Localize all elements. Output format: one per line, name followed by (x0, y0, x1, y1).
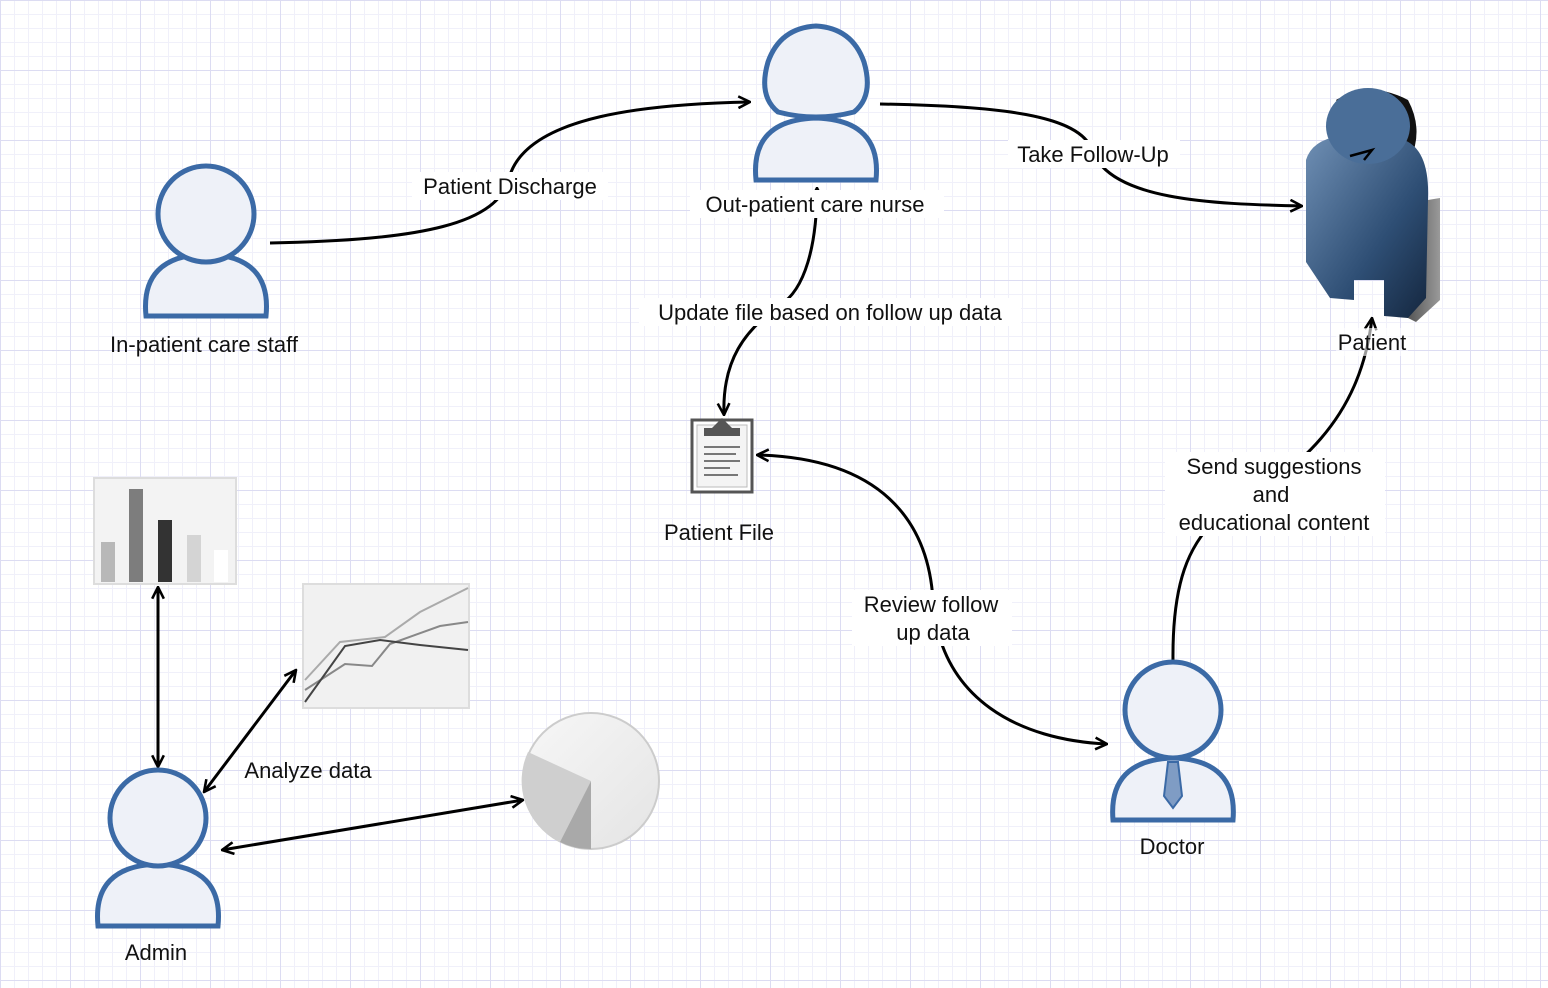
edge-label-send-line3: educational content (1179, 510, 1370, 535)
patient-node[interactable]: Patient (1306, 88, 1440, 356)
user-icon (143, 163, 269, 319)
edge-label-review-line1: Review follow (864, 592, 999, 617)
patient-label: Patient (1338, 330, 1407, 355)
edge-label-review-line2: up data (896, 620, 970, 645)
edge-label-patient-discharge: Patient Discharge (423, 174, 597, 199)
nurse-node[interactable]: Out-patient care nurse (690, 23, 944, 218)
edge-label-take-follow-up: Take Follow-Up (1017, 142, 1169, 167)
edge-analyze-data[interactable] (204, 670, 296, 792)
edge-label-send-line2: and (1253, 482, 1290, 507)
doctor-node[interactable]: Doctor (1110, 659, 1236, 859)
user-icon (95, 767, 221, 929)
pie-chart-icon[interactable] (521, 712, 660, 850)
edge-label-update-file: Update file based on follow up data (658, 300, 1002, 325)
patient-file-node[interactable]: Patient File (664, 418, 774, 545)
nurse-label: Out-patient care nurse (706, 192, 925, 217)
doctor-icon (1110, 659, 1236, 823)
inpatient-staff-node[interactable]: In-patient care staff (110, 163, 299, 357)
edge-label-send-line1: Send suggestions (1187, 454, 1362, 479)
bar-chart-icon[interactable] (93, 477, 237, 585)
3d-person-icon (1306, 88, 1440, 322)
edge-admin-pie-chart[interactable] (222, 800, 523, 850)
admin-node[interactable]: Admin (95, 767, 221, 965)
line-chart-icon[interactable] (302, 583, 470, 709)
edge-label-analyze-data: Analyze data (244, 758, 372, 783)
doctor-label: Doctor (1140, 834, 1205, 859)
female-user-icon (753, 23, 879, 183)
admin-label: Admin (125, 940, 187, 965)
inpatient-staff-label: In-patient care staff (110, 332, 299, 357)
clipboard-file-icon (690, 418, 754, 494)
patient-file-label: Patient File (664, 520, 774, 545)
